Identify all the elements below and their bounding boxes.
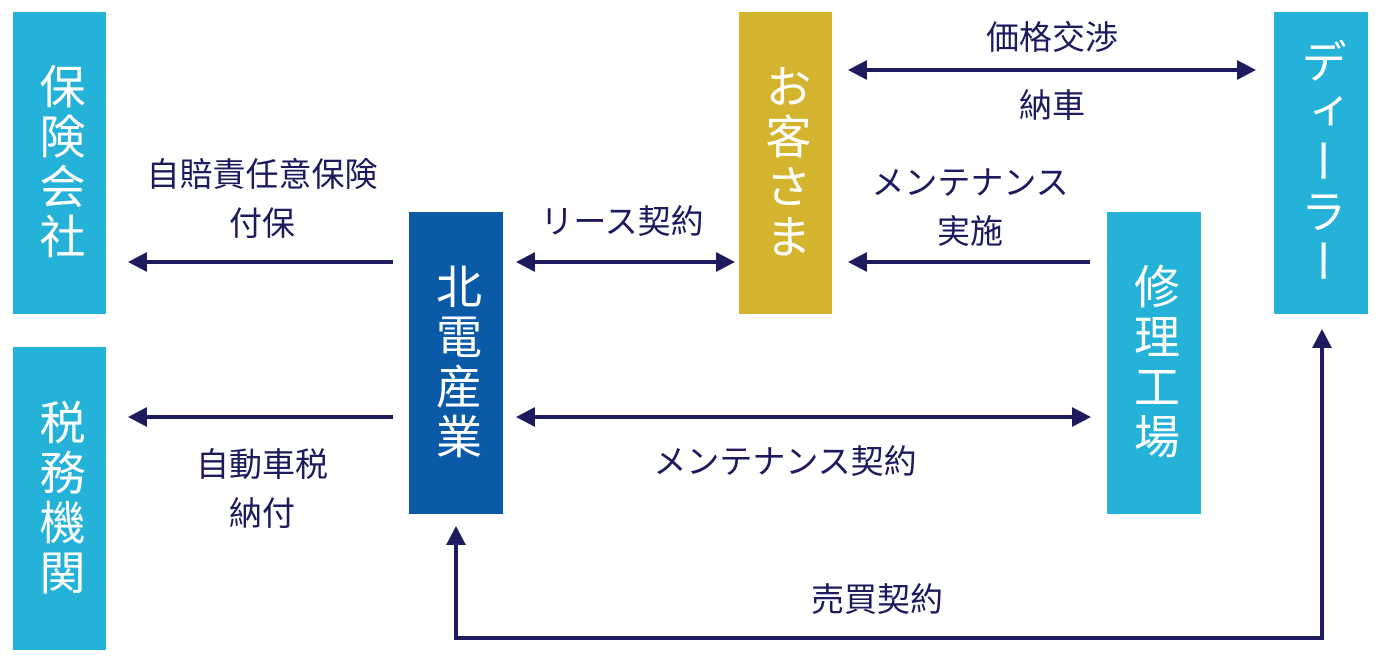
customer-box: お客さま — [739, 12, 832, 314]
tax-label-line1: 自動車税 — [196, 445, 328, 484]
hokuden-sangyo-box: 北電産業 — [409, 212, 503, 514]
price-arrowhead-right — [1237, 60, 1256, 80]
maintenance-contract-arrowhead-left — [516, 407, 535, 427]
tax-office-label: 税務機関 — [32, 398, 87, 599]
insurance-label-line1: 自賠責任意保険 — [146, 155, 378, 194]
delivery-label: 納車 — [1019, 86, 1085, 125]
tax-label-line2: 納付 — [229, 494, 295, 533]
price-arrowhead-left — [848, 60, 867, 80]
tax-office-box: 税務機関 — [13, 347, 106, 650]
maintenance-arrowhead — [848, 252, 867, 272]
tax-arrowhead — [128, 407, 147, 427]
lease-arrowhead-left — [516, 252, 535, 272]
repair-shop-box: 修理工場 — [1107, 212, 1201, 514]
repair-shop-label: 修理工場 — [1127, 263, 1181, 463]
insurance-company-label: 保険会社 — [32, 63, 87, 263]
maintenance-label-line2: 実施 — [937, 212, 1003, 251]
insurance-label-line2: 付保 — [229, 204, 295, 243]
maintenance-label-line1: メンテナンス — [871, 163, 1069, 202]
lease-label: リース契約 — [540, 202, 704, 241]
sales-contract-label: 売買契約 — [811, 580, 943, 619]
lease-arrowhead-right — [716, 252, 735, 272]
customer-label: お客さま — [758, 63, 813, 263]
insurance-company-box: 保険会社 — [13, 12, 106, 314]
dealer-box: ディーラー — [1274, 12, 1368, 314]
price-negotiation-label: 価格交渉 — [986, 18, 1118, 57]
hokuden-sangyo-label: 北電産業 — [429, 263, 483, 463]
dealer-label: ディーラー — [1294, 38, 1348, 288]
sales-arrowhead-hokuden — [446, 526, 466, 545]
sales-arrowhead-dealer — [1312, 329, 1332, 348]
sales-contract-line — [454, 344, 1324, 640]
maintenance-contract-label: メンテナンス契約 — [653, 442, 917, 481]
insurance-arrowhead — [128, 252, 147, 272]
maintenance-contract-arrowhead-right — [1072, 407, 1091, 427]
